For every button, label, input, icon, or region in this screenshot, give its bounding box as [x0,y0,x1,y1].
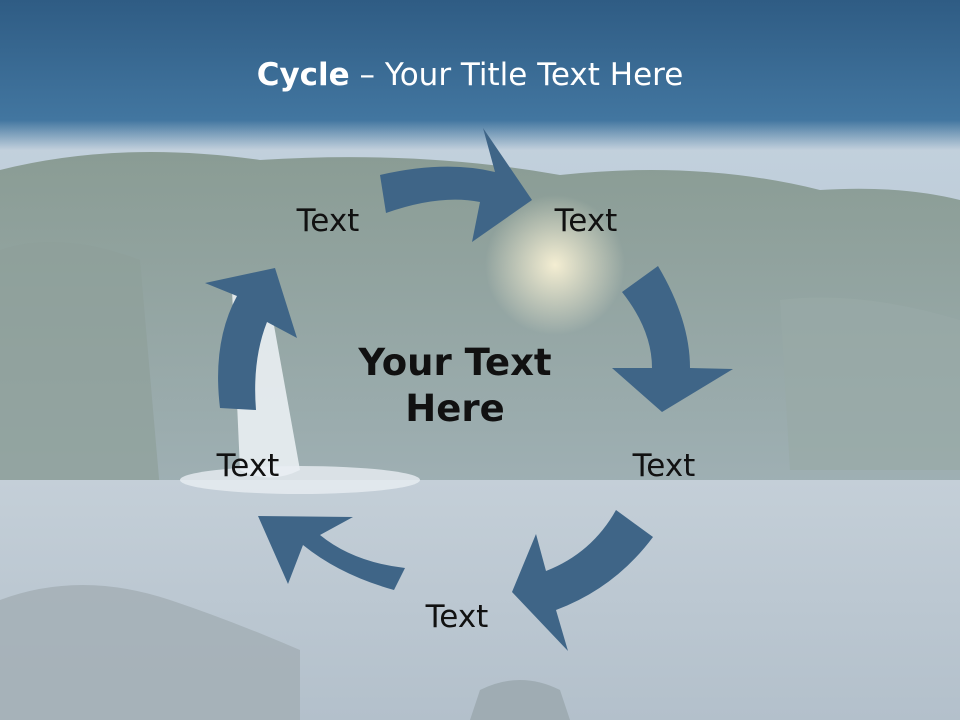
cycle-arrow-1 [380,128,532,242]
cycle-arrow-3 [512,510,653,651]
cycle-arrow-4 [258,516,405,590]
center-text-line-2: Here [405,387,505,430]
cycle-arrow-2 [612,266,733,412]
slide-title: Cycle – Your Title Text Here [0,55,940,95]
center-text: Your Text Here [330,340,580,432]
cycle-label-right: Text [632,448,696,484]
cycle-label-left: Text [216,448,280,484]
cycle-label-top-right: Text [554,203,618,239]
cycle-arrow-5 [205,268,297,410]
center-text-line-1: Your Text [358,341,552,384]
title-band [0,0,960,150]
title-bold: Cycle [256,57,350,93]
cycle-label-bottom: Text [425,599,489,635]
cycle-label-top-left: Text [296,203,360,239]
title-rest: – Your Title Text Here [349,57,684,93]
